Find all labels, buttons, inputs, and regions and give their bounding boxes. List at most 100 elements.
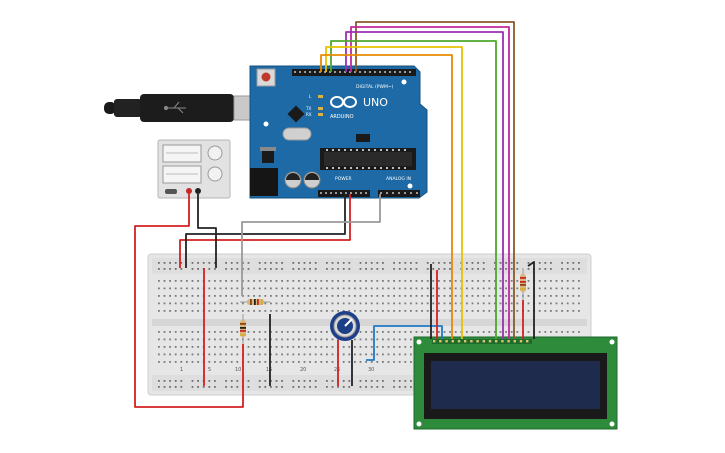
breadboard-hole (174, 302, 177, 305)
breadboard-hole (382, 287, 384, 290)
breadboard-hole (376, 287, 379, 290)
breadboard-hole (499, 331, 502, 333)
current-knob[interactable] (207, 166, 223, 182)
breadboard-hole (214, 295, 216, 297)
breadboard-hole (163, 338, 166, 341)
wire-purple[interactable] (345, 31, 504, 339)
breadboard-hole (443, 280, 446, 282)
usb-cable-boot (114, 99, 142, 117)
lcd-pin (470, 340, 473, 343)
breadboard-hole (197, 268, 199, 270)
wire-green[interactable] (330, 40, 497, 339)
breadboard-hole (387, 353, 390, 356)
breadboard-hole (477, 262, 479, 264)
breadboard-hole (454, 310, 457, 312)
breadboard-center-channel (152, 319, 587, 326)
usb-plug-housing (140, 94, 234, 122)
breadboard-hole (578, 262, 580, 264)
analog-label: ANALOG IN (386, 176, 411, 182)
header-pin (345, 192, 347, 194)
breadboard-hole (410, 310, 412, 312)
breadboard-hole (494, 295, 496, 297)
breadboard-hole (510, 280, 513, 282)
breadboard-hole (404, 353, 407, 356)
breadboard-hole (410, 295, 412, 297)
regulator-tab (260, 147, 276, 151)
breadboard-hole (225, 310, 227, 312)
wire-magenta[interactable] (350, 26, 510, 339)
breadboard-hole (258, 287, 261, 290)
breadboard-hole (326, 280, 328, 282)
breadboard-hole (292, 280, 295, 282)
breadboard-hole (359, 262, 362, 264)
breadboard-hole (354, 295, 356, 297)
breadboard-hole (292, 346, 295, 348)
breadboard-hole (354, 338, 356, 341)
breadboard-hole (275, 302, 278, 305)
negative-terminal[interactable] (195, 188, 201, 194)
breadboard-hole (169, 353, 171, 356)
breadboard-hole (494, 287, 496, 290)
breadboard-hole (281, 287, 283, 290)
wire-gray-analog[interactable] (241, 194, 381, 296)
led-l (318, 95, 323, 98)
crystal (282, 127, 312, 141)
breadboard-hole (482, 262, 485, 264)
breadboard-hole (359, 280, 362, 282)
wire-yellow[interactable] (325, 46, 463, 339)
breadboard-hole (258, 338, 261, 341)
breadboard-hole (365, 331, 367, 333)
breadboard-hole (275, 353, 278, 356)
breadboard-hole (555, 280, 558, 282)
breadboard-hole (365, 268, 367, 270)
breadboard-hole (555, 310, 558, 312)
wire-blue-contrast[interactable] (366, 325, 443, 361)
positive-terminal[interactable] (186, 188, 192, 194)
breadboard-hole (454, 302, 457, 305)
breadboard-hole (538, 310, 541, 312)
breadboard-hole (174, 295, 177, 297)
breadboard-hole (208, 280, 211, 282)
breadboard-hole (449, 302, 451, 305)
breadboard-hole (550, 268, 552, 270)
wire-black-gnd[interactable] (185, 194, 346, 268)
potentiometer[interactable] (330, 311, 360, 341)
breadboard-hole (174, 262, 177, 264)
breadboard-hole (275, 287, 278, 290)
wire-black-right[interactable] (527, 261, 535, 339)
breadboard-hole (342, 361, 345, 363)
breadboard-hole (527, 295, 530, 297)
header-pin (330, 192, 332, 194)
breadboard-hole (292, 262, 295, 264)
breadboard-hole (326, 346, 328, 348)
breadboard-hole (365, 280, 367, 282)
voltage-knob[interactable] (207, 145, 223, 161)
breadboard-hole (331, 295, 334, 297)
wire-orange[interactable] (320, 54, 453, 339)
breadboard-hole (264, 295, 267, 297)
reset-button[interactable] (261, 72, 271, 82)
wire-red-5v[interactable] (179, 194, 351, 268)
breadboard-hole (544, 287, 547, 290)
power-switch[interactable] (165, 189, 177, 194)
breadboard-hole (382, 310, 384, 312)
breadboard-hole (186, 287, 188, 290)
breadboard-hole (432, 302, 435, 305)
breadboard-hole (466, 287, 468, 290)
wires (134, 21, 535, 408)
breadboard-hole (578, 287, 580, 290)
breadboard-hole (331, 302, 334, 305)
breadboard-hole (510, 262, 513, 264)
breadboard-hole (488, 295, 491, 297)
breadboard-hole (555, 287, 558, 290)
wire-red-supply[interactable] (134, 194, 244, 408)
wire-black-supply[interactable] (197, 194, 217, 268)
breadboard-hole (331, 280, 334, 282)
breadboard-hole (158, 280, 160, 282)
breadboard-hole (169, 302, 171, 305)
breadboard-hole (342, 380, 345, 382)
breadboard-hole (320, 331, 323, 333)
breadboard-hole (225, 380, 227, 382)
header-pin (329, 71, 331, 73)
breadboard-hole (219, 280, 222, 282)
